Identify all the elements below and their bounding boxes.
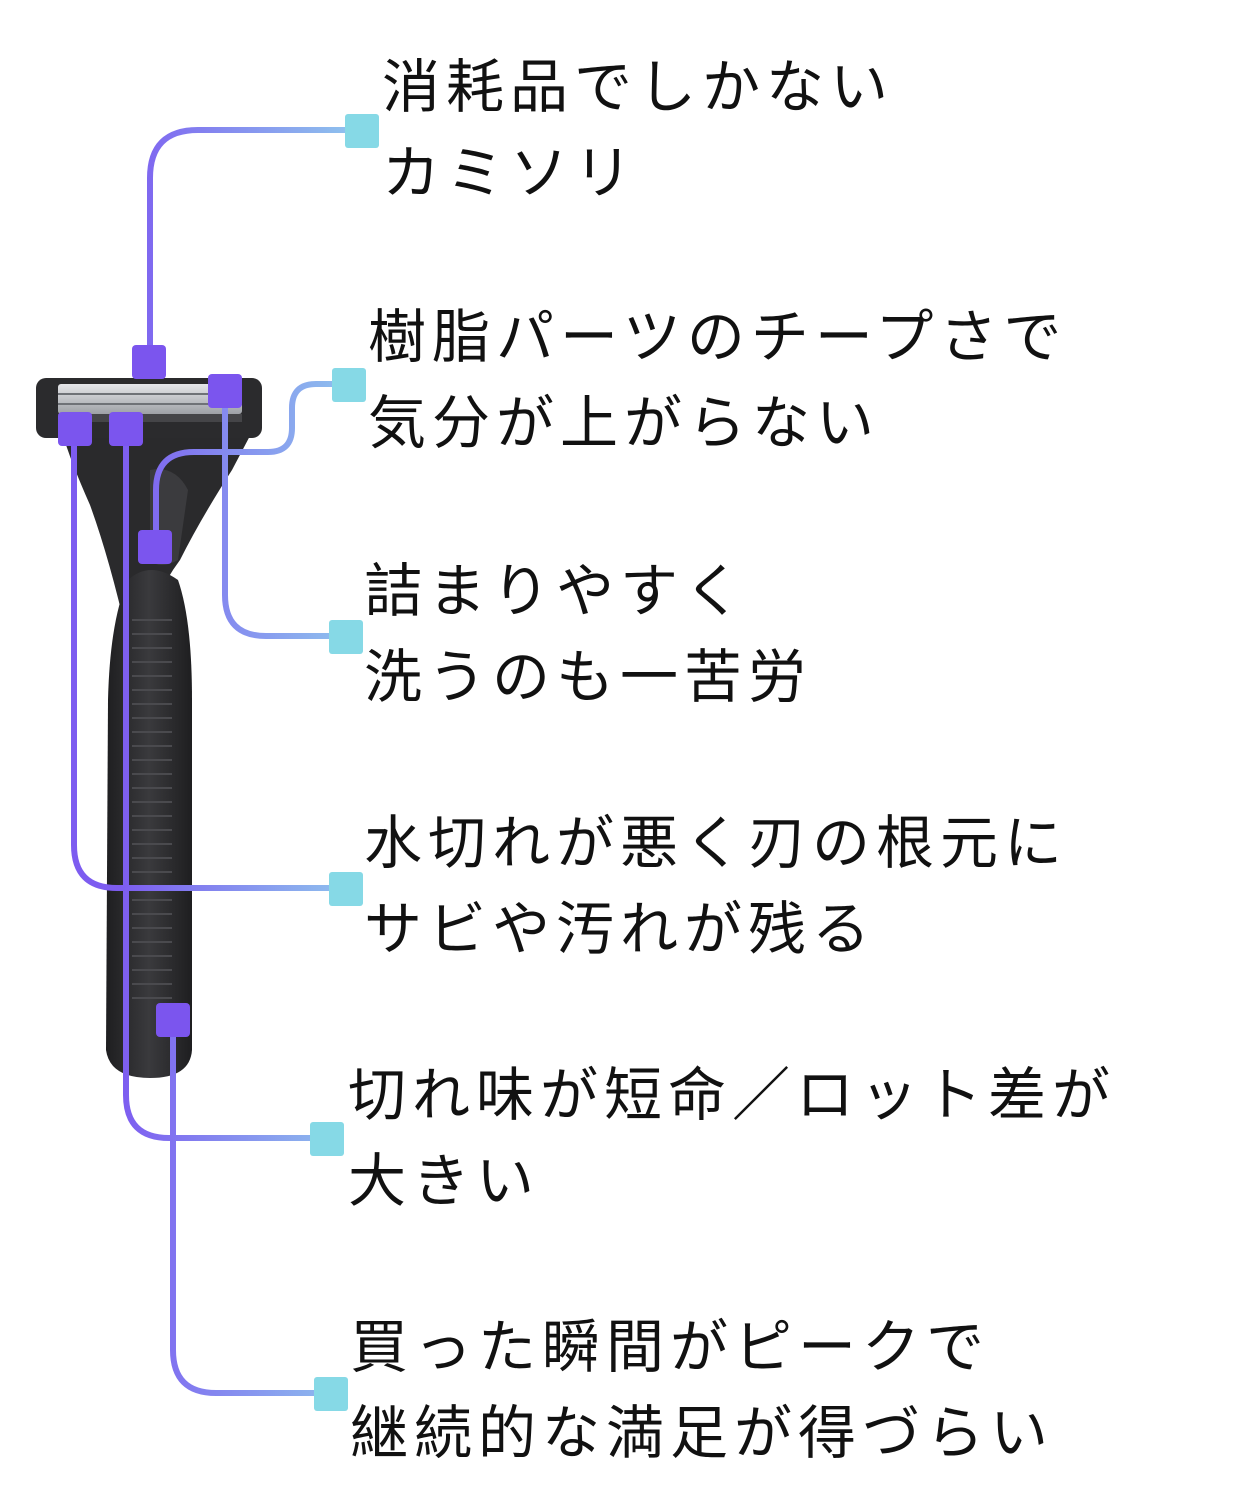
anchor-marker-sharpness	[109, 412, 143, 446]
razor-illustration	[36, 378, 262, 1078]
callout-resin-parts: 樹脂パーツのチープさで 気分が上がらない	[368, 294, 1067, 466]
end-marker-rust	[329, 872, 363, 906]
callout-disposable-line-2: カミソリ	[382, 139, 639, 207]
callout-rust-line-1: 水切れが悪く刃の根元に	[364, 809, 1069, 877]
callout-clogging: 詰まりやすく 洗うのも一苦労	[364, 548, 812, 720]
connectors	[71, 127, 363, 1396]
callout-clogging-line-2: 洗うのも一苦労	[364, 643, 813, 711]
callout-sharpness: 切れ味が短命／ロット差が 大きい	[348, 1052, 1116, 1224]
razor-lubrication-strip	[58, 414, 242, 422]
end-marker-clogging	[329, 620, 363, 654]
end-marker-disposable	[345, 114, 379, 148]
connector-clogging	[222, 385, 348, 639]
anchor-marker-clogging	[208, 374, 242, 408]
callout-resin-parts-line-1: 樹脂パーツのチープさで	[368, 303, 1068, 371]
callout-sharpness-line-1: 切れ味が短命／ロット差が	[348, 1061, 1117, 1129]
end-markers	[310, 114, 379, 1411]
connector-sharpness	[123, 427, 329, 1141]
callout-satisfaction-line-1: 買った瞬間がピークで	[350, 1313, 991, 1381]
anchor-marker-disposable	[132, 345, 166, 379]
callout-sharpness-line-2: 大きい	[348, 1147, 541, 1215]
anchor-marker-rust	[58, 412, 92, 446]
connector-disposable	[147, 127, 363, 365]
callout-rust-line-2: サビや汚れが残る	[364, 895, 877, 963]
end-marker-sharpness	[310, 1122, 344, 1156]
connector-resin-parts	[153, 381, 351, 548]
anchor-marker-resin-parts	[138, 530, 172, 564]
connector-satisfaction	[170, 1017, 333, 1396]
end-marker-satisfaction	[314, 1377, 348, 1411]
callout-disposable: 消耗品でしかない カミソリ	[382, 44, 894, 216]
razor-handle	[106, 570, 192, 1078]
callout-clogging-line-1: 詰まりやすく	[364, 557, 749, 625]
anchor-markers	[58, 345, 242, 1037]
callout-satisfaction-line-2: 継続的な満足が得づらい	[350, 1399, 1055, 1467]
razor-blades	[58, 384, 242, 414]
anchor-marker-satisfaction	[156, 1003, 190, 1037]
connector-rust	[71, 427, 348, 891]
callout-resin-parts-line-2: 気分が上がらない	[368, 389, 881, 457]
callout-satisfaction: 買った瞬間がピークで 継続的な満足が得づらい	[350, 1304, 1054, 1476]
razor-grip-ridges	[132, 619, 172, 999]
callout-disposable-line-1: 消耗品でしかない	[382, 53, 895, 121]
end-marker-resin-parts	[332, 368, 366, 402]
callout-rust: 水切れが悪く刃の根元に サビや汚れが残る	[364, 800, 1068, 972]
